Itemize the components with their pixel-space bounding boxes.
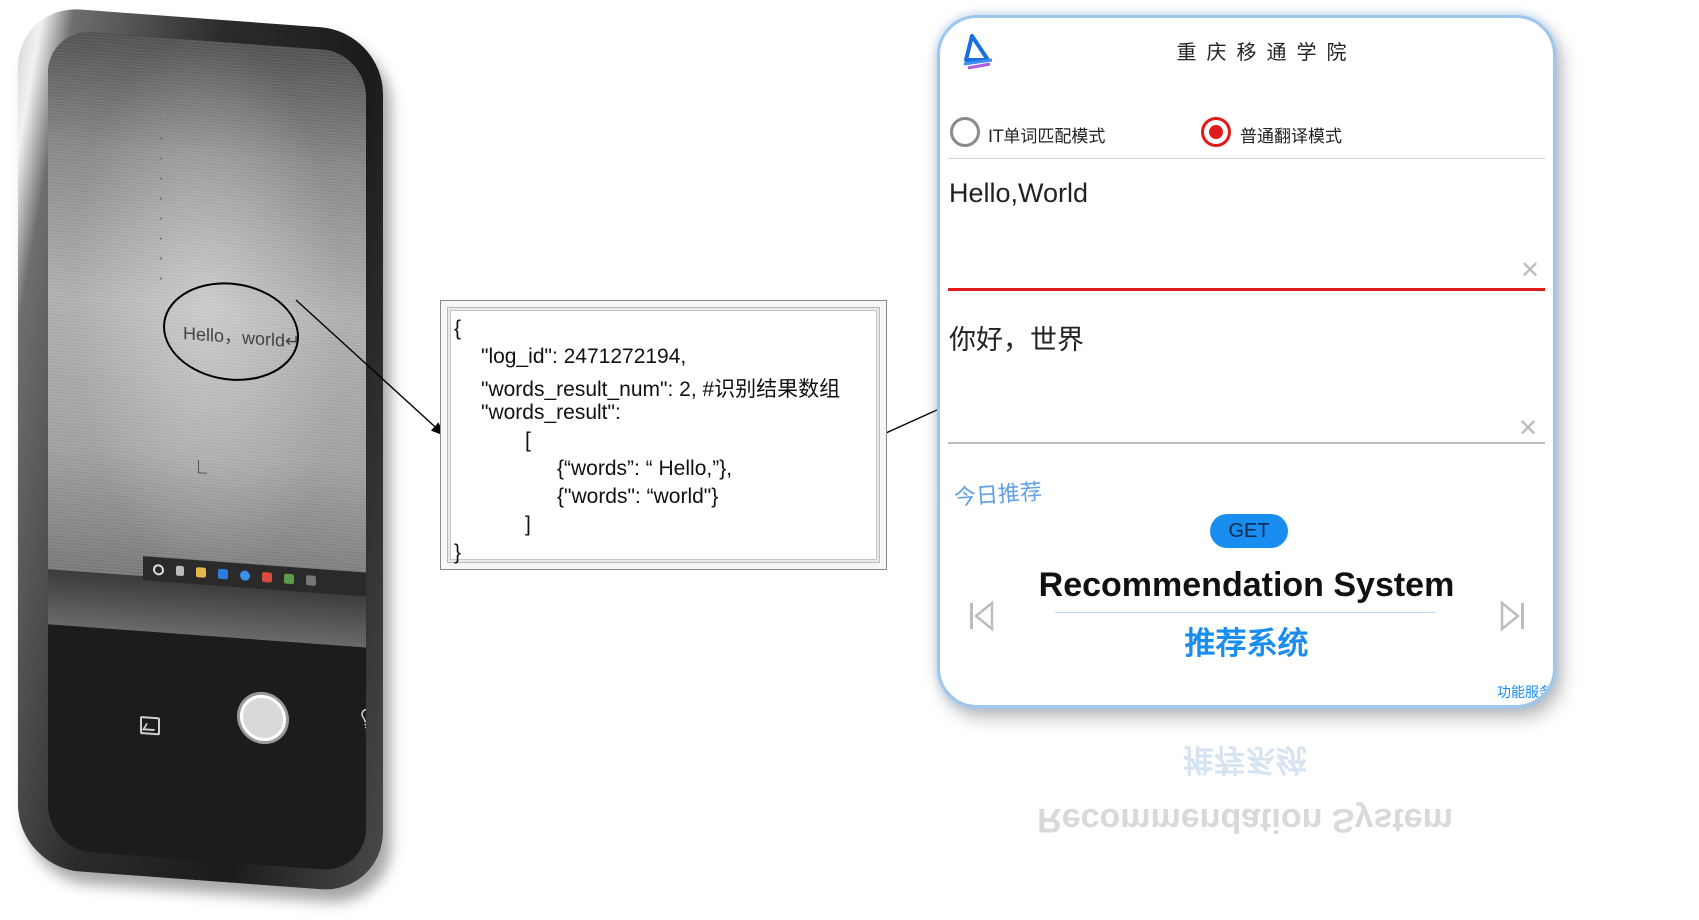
app-logo-icon <box>963 34 993 70</box>
radio-normal-translate-mode[interactable] <box>1201 117 1231 147</box>
translation-app-screen: 重庆移通学院 IT单词匹配模式 普通翻译模式 Hello,World ✕ 你好，… <box>937 15 1556 708</box>
clear-input-icon[interactable]: ✕ <box>1520 256 1541 284</box>
app-title: 重庆移通学院 <box>1176 40 1357 64</box>
title-underline <box>1055 612 1435 613</box>
translation-output: 你好，世界 <box>949 325 1084 356</box>
flash-bulb-icon[interactable] <box>360 707 366 734</box>
previous-icon[interactable] <box>968 600 996 632</box>
next-icon[interactable] <box>1498 600 1526 632</box>
radio-normal-label[interactable]: 普通翻译模式 <box>1240 127 1342 147</box>
json-content: { "log_id": 2471272194, "words_result_nu… <box>450 310 877 564</box>
json-line: "words_result_num": 2, #识别结果数组 <box>481 378 841 401</box>
recommendation-title: Recommendation System <box>1038 566 1455 604</box>
json-line: { <box>454 317 462 340</box>
json-line: ] <box>525 513 531 536</box>
radio-it-word-mode[interactable] <box>950 117 980 147</box>
json-line: {"words": “world"} <box>557 485 719 508</box>
json-line: {“words”: “ Hello,”}, <box>557 457 733 480</box>
reflected-subtitle: 推荐系统 <box>1183 741 1307 777</box>
json-line: "words_result": <box>481 401 621 424</box>
today-recommend-label: 今日推荐 <box>953 479 1043 511</box>
phone-camera-mockup: Hello，world↵ <box>18 5 383 894</box>
source-text-input[interactable]: Hello,World <box>949 178 1089 208</box>
radio-it-label[interactable]: IT单词匹配模式 <box>988 127 1106 147</box>
arrow-phone-to-json <box>295 299 446 436</box>
divider <box>948 442 1545 444</box>
recommendation-subtitle: 推荐系统 <box>1184 626 1309 662</box>
camera-screen: Hello，world↵ <box>48 29 366 873</box>
json-line: [ <box>525 429 531 452</box>
clear-output-icon[interactable]: ✕ <box>1518 414 1539 442</box>
get-button[interactable]: GET <box>1210 514 1288 548</box>
ocr-json-result-box: { "log_id": 2471272194, "words_result_nu… <box>440 300 887 570</box>
json-line: } <box>454 541 462 564</box>
app-reflection: Recommendation System 推荐系统 <box>940 705 1550 855</box>
json-line: "log_id": 2471272194, <box>481 345 687 368</box>
input-underline <box>948 288 1545 291</box>
divider <box>948 158 1545 159</box>
reflection-content: Recommendation System 推荐系统 <box>940 705 1550 855</box>
function-service-link[interactable]: 功能服务 <box>1497 685 1553 701</box>
reflected-title: Recommendation System <box>1037 801 1453 839</box>
